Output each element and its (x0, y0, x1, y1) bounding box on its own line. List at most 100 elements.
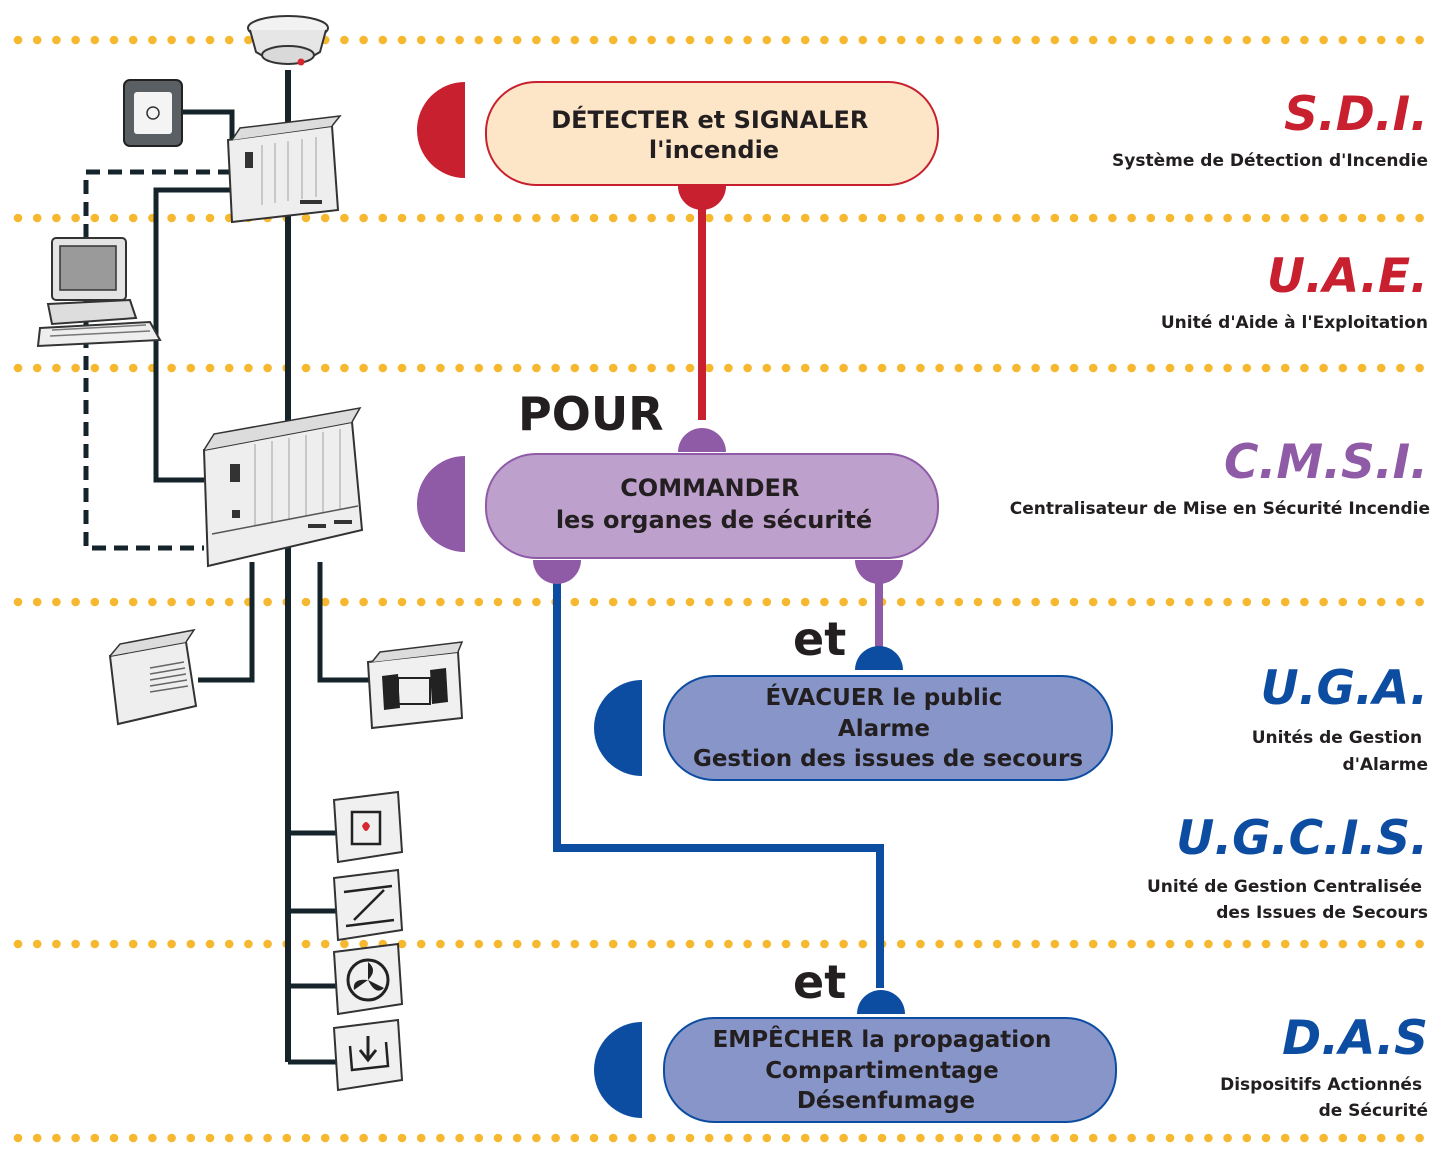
separator-dot (628, 597, 637, 607)
separator-dot (1319, 35, 1328, 45)
separator-dot (666, 597, 676, 607)
separator-dot (570, 939, 580, 949)
separator-dot (1223, 363, 1232, 373)
separator-dot (935, 1133, 944, 1143)
separator-dot (474, 1133, 484, 1143)
separator-dot (320, 363, 330, 373)
separator-dot (32, 35, 42, 45)
separator-dot (896, 213, 906, 223)
separator-dot (90, 35, 100, 45)
separator-dot (973, 597, 983, 607)
separator-dot (992, 35, 1002, 45)
separator-dot (1204, 363, 1213, 373)
separator-dot (90, 363, 100, 373)
separator-dot (397, 939, 407, 949)
separator-dot (724, 1133, 733, 1143)
separator-dot (762, 213, 772, 223)
separator-dot (628, 35, 637, 45)
flow-lines (553, 200, 884, 988)
separator-dot (916, 939, 925, 949)
separator-dot (1088, 35, 1098, 45)
separator-dot (167, 939, 176, 949)
separator-dot (512, 597, 522, 607)
separator-dot (935, 35, 944, 45)
separator-dot (1012, 597, 1021, 607)
separator-dot (224, 363, 234, 373)
separator-dot (359, 1133, 368, 1143)
separator-dot (1165, 363, 1175, 373)
separator-dot (1165, 939, 1175, 949)
separator-dot (90, 213, 100, 223)
evacuer-text: ÉVACUER le public Alarme Gestion des iss… (693, 683, 1083, 772)
separator-dot (1088, 939, 1098, 949)
separator-dot (839, 35, 848, 45)
door-release-icon (366, 641, 464, 730)
separator-dot (1031, 597, 1040, 607)
separator-dot (359, 597, 368, 607)
separator-dot (436, 939, 445, 949)
separator-dot (743, 363, 752, 373)
separator-dot (685, 939, 695, 949)
separator-dot (1338, 35, 1348, 45)
separator-dot (1415, 213, 1424, 223)
separator-dot (359, 213, 368, 223)
separator-dot (167, 35, 176, 45)
separator-dot (1338, 363, 1348, 373)
separator-dot (685, 213, 695, 223)
manual-call-point-icon (123, 79, 183, 147)
separator-dot (1357, 939, 1367, 949)
separator-dot (1357, 1133, 1367, 1143)
separator-dot (205, 939, 215, 949)
uga-name: Unités de Gestion d'Alarme (1252, 728, 1428, 775)
cmsi-top-cap (678, 428, 726, 452)
separator-dot (935, 939, 944, 949)
separator-dot (916, 597, 925, 607)
separator-dot (1415, 35, 1424, 45)
separator-dot (1223, 35, 1232, 45)
separator-dot (916, 35, 925, 45)
separator-dot (455, 363, 464, 373)
separator-dot (916, 1133, 925, 1143)
separator-dot (1012, 363, 1021, 373)
separator-dot (858, 1133, 868, 1143)
separator-dot (781, 363, 791, 373)
cmsi-right-cap (855, 560, 903, 584)
control-panel-icon (226, 115, 342, 224)
separator-dot (589, 363, 599, 373)
separator-dot (52, 597, 61, 607)
separator-dot (1376, 597, 1386, 607)
separator-dot (1376, 35, 1386, 45)
separator-dot (1031, 213, 1040, 223)
separator-dot (1127, 213, 1136, 223)
sdi-name: Système de Détection d'Incendie (1112, 151, 1428, 171)
separator-dot (186, 939, 196, 949)
uae-acronym: U.A.E. (1267, 249, 1428, 304)
separator-dot (474, 35, 484, 45)
separator-dot (1319, 939, 1328, 949)
separator-dot (205, 213, 215, 223)
separator-dot (532, 213, 541, 223)
separator-dot (167, 363, 176, 373)
separator-dot (416, 213, 426, 223)
empecher-text: EMPÊCHER la propagation Compartimentage … (713, 1025, 1060, 1114)
separator-dot (301, 939, 311, 949)
separator-dot (608, 35, 618, 45)
separator-dot (493, 597, 503, 607)
separator-dot (762, 597, 772, 607)
detecter-text: DÉTECTER et SIGNALER l'incendie (551, 105, 877, 164)
separator-dot (1319, 213, 1328, 223)
separator-dot (1280, 363, 1290, 373)
separator-dot (935, 597, 944, 607)
separator-dot (532, 939, 541, 949)
separator-dot (320, 597, 330, 607)
separator-dot (1108, 597, 1117, 607)
separator-dot (32, 363, 42, 373)
separator-dot (493, 939, 503, 949)
separator-dot (1012, 35, 1021, 45)
separator-dot (397, 363, 407, 373)
separator-dot (685, 363, 695, 373)
separator-dot (877, 213, 887, 223)
separator-dot (800, 35, 810, 45)
